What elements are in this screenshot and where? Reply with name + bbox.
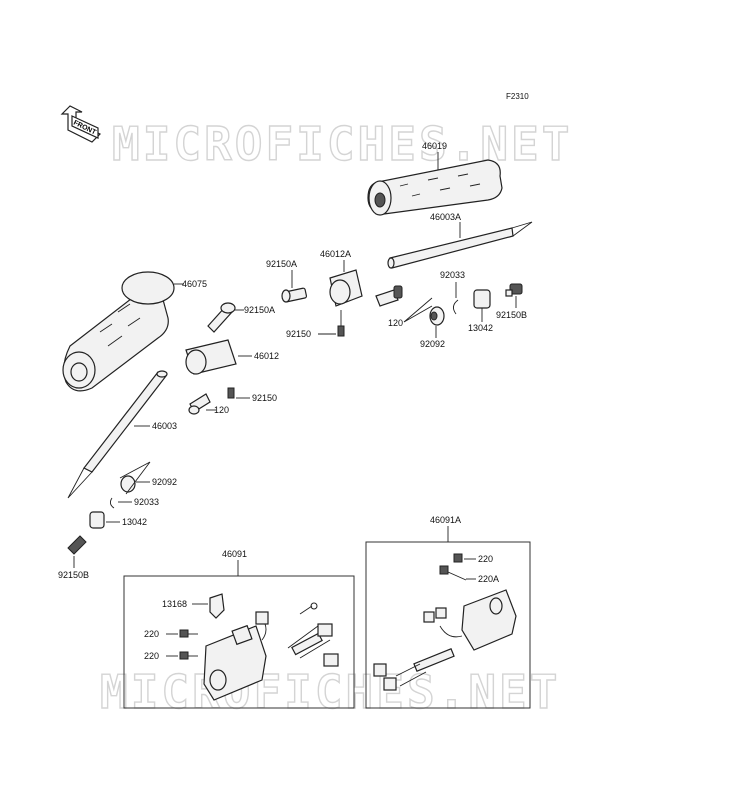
switch-housing-46091A — [373, 589, 517, 691]
part-label: 92150B — [496, 310, 527, 320]
part-label: 92092 — [152, 477, 177, 487]
part-label: 92150A — [244, 305, 275, 315]
part-label: 92150 — [286, 329, 311, 339]
part-label: 92033 — [134, 497, 159, 507]
part-label: 220 — [144, 651, 159, 661]
switch-housing-46091 — [203, 602, 339, 701]
watermark-bottom: MICROFICHES.NET — [100, 665, 560, 719]
part-label: 13042 — [122, 517, 147, 527]
part-label: 92150A — [266, 259, 297, 269]
part-label: 46091 — [222, 549, 247, 559]
part-label: 220 — [478, 554, 493, 564]
watermark-top: MICROFICHES.NET — [112, 117, 572, 171]
clamp-46012 — [185, 339, 237, 375]
screw-220-a — [179, 629, 198, 638]
screw-220A — [439, 565, 467, 581]
part-label: 92033 — [440, 270, 465, 280]
bracket-13168 — [209, 593, 225, 619]
part-label: 46003A — [430, 212, 461, 222]
part-label: 46019 — [422, 141, 447, 151]
bolt-92150A-left — [207, 302, 236, 333]
part-label: 13168 — [162, 599, 187, 609]
part-label: 13042 — [468, 323, 493, 333]
screw-220-b — [179, 651, 198, 660]
part-label: 92150 — [252, 393, 277, 403]
screw-92150-left — [227, 387, 235, 399]
clamp-46012A — [329, 269, 363, 307]
clip-92033-left — [109, 497, 115, 509]
weight-92092-upper — [429, 306, 445, 326]
grip-46019 — [367, 159, 503, 216]
collar-13042-left — [89, 511, 105, 529]
part-label: 92150B — [58, 570, 89, 580]
handlebar-46003 — [67, 370, 168, 499]
screw-120-upper — [375, 285, 403, 307]
part-label: 46012A — [320, 249, 351, 259]
part-label: 220 — [144, 629, 159, 639]
grip-46075 — [62, 271, 175, 392]
part-label: 92092 — [420, 339, 445, 349]
part-label: 120 — [214, 405, 229, 415]
handlebar-46003A — [387, 221, 533, 269]
screw-220-c — [453, 553, 463, 563]
clip-92033-upper — [453, 299, 459, 315]
part-label: 46003 — [152, 421, 177, 431]
part-label: 220A — [478, 574, 499, 584]
bolt-92150B-left — [67, 535, 87, 555]
bolt-92150A-upper — [281, 287, 308, 303]
switch-box-46091 — [123, 575, 355, 709]
screw-92150-upper — [337, 310, 345, 337]
weight-92092-left — [120, 475, 136, 493]
diagram-code: F2310 — [506, 92, 529, 101]
front-arrow-icon: FRONT — [60, 105, 102, 143]
collar-13042-upper — [473, 289, 491, 309]
part-label: 46075 — [182, 279, 207, 289]
bolt-92150B-upper — [505, 283, 523, 297]
part-label: 46012 — [254, 351, 279, 361]
part-label: 46091A — [430, 515, 461, 525]
part-label: 120 — [388, 318, 403, 328]
screw-120-left — [188, 393, 211, 415]
